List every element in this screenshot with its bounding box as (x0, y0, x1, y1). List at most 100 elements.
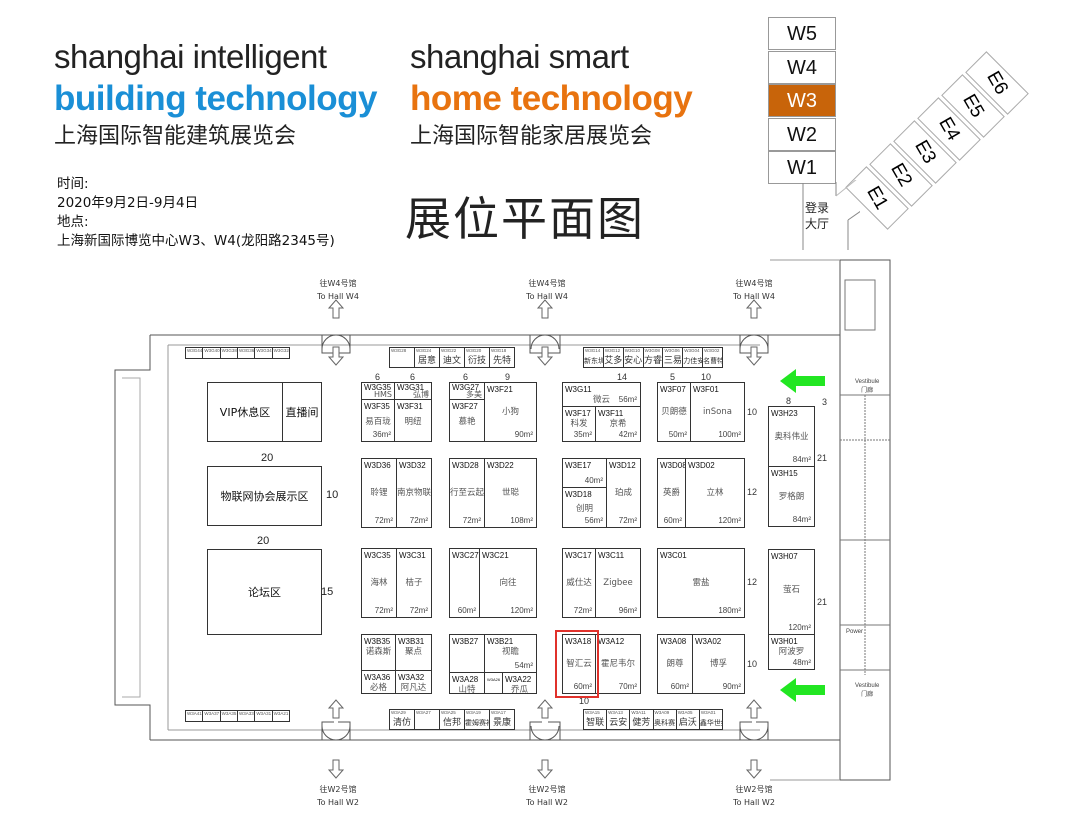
strip-booth-w3a41[interactable]: W3A41 (186, 711, 204, 721)
strip-booth-w3g34[interactable]: W3G34 (255, 348, 273, 358)
strip-booth-w3a33[interactable]: W3A33 (238, 711, 256, 721)
hall-w4[interactable]: W4 (768, 50, 836, 84)
booth-exhibitor: 奥科赛 (654, 719, 676, 727)
strip-booth-w3g32[interactable]: W3G32 (273, 348, 289, 358)
strip-booth-w3a27[interactable]: W3A27 (415, 710, 440, 729)
hall-w3[interactable]: W3 (768, 84, 836, 117)
booth-id: W3E17 (565, 461, 592, 470)
booth-exhibitor: 健芳 (632, 718, 651, 728)
gate-en: To Hall W2 (317, 798, 359, 807)
hall-w1[interactable]: W1 (768, 151, 836, 184)
booth-id: W3G08 (644, 348, 660, 353)
strip-booth-w3g28[interactable]: W3G28 (390, 348, 415, 367)
booth-exhibitor: 桔子 (405, 577, 423, 588)
hall-w2[interactable]: W2 (768, 117, 836, 151)
strip-booth-w3g44[interactable]: W3G44 (186, 348, 204, 358)
strip-booth-w3a21[interactable]: W3A21 (273, 711, 289, 721)
strip-booth-w3g36[interactable]: W3G36 (238, 348, 256, 358)
strip-booth-w3a31[interactable]: W3A31 (255, 711, 273, 721)
hall-w5[interactable]: W5 (768, 17, 836, 50)
dim-label: 10 (701, 372, 712, 382)
booth-area: 60m² (663, 516, 682, 525)
strip-booth-w3g38[interactable]: W3G38 (221, 348, 238, 358)
strip-booth-w3a37[interactable]: W3A37 (203, 711, 221, 721)
strip-booth-w3g40[interactable]: W3G40 (203, 348, 221, 358)
strip-booth-w3a01[interactable]: W3A01鑫华世纪 (700, 710, 722, 729)
booth-exhibitor: 力佳安 (683, 357, 704, 365)
booth-id: W3H15 (771, 469, 798, 478)
strip-booth-w3a35[interactable]: W3A35 (221, 711, 238, 721)
booth-area: 72m² (573, 606, 592, 615)
strip-booth-w3a19[interactable]: W3A19霍姆赛福 (465, 710, 490, 729)
booth-exhibitor: inSona (703, 407, 732, 418)
booth-w3a26[interactable]: W3A26 (484, 672, 503, 694)
booth-w3b27[interactable]: W3B27 (449, 634, 485, 673)
booth-exhibitor: 行至云起 (450, 487, 485, 498)
entrance-arrow-icon (780, 369, 825, 702)
